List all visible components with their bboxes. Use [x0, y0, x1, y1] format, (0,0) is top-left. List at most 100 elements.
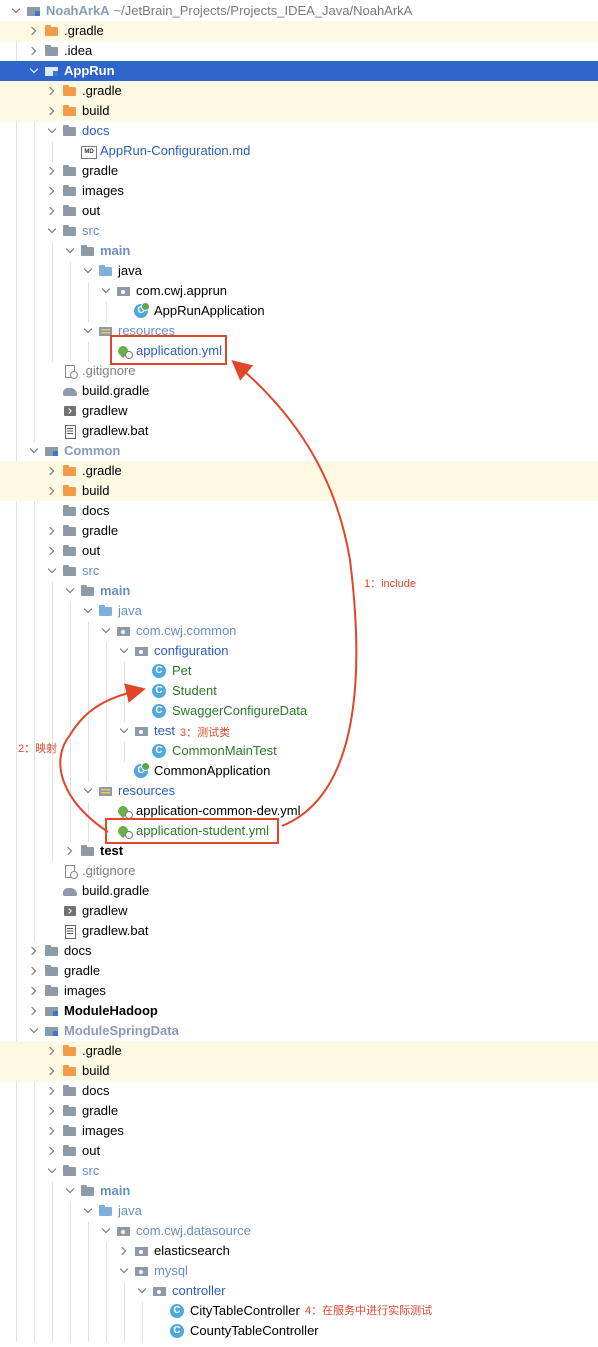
item-name: Pet	[172, 663, 192, 678]
tree-row-resources[interactable]: resources	[0, 781, 598, 801]
tree-row-gradle[interactable]: .gradle	[0, 21, 598, 41]
tree-row-build-gradle[interactable]: build.gradle	[0, 881, 598, 901]
tree-row-gradle[interactable]: gradle	[0, 161, 598, 181]
item-name: gradlew.bat	[82, 923, 149, 938]
tree-row-com-cwj-common[interactable]: com.cwj.common	[0, 621, 598, 641]
tree-item-label: elasticsearch	[154, 1241, 230, 1261]
tree-row-docs[interactable]: docs	[0, 1081, 598, 1101]
item-name: CommonApplication	[154, 763, 271, 778]
tree-row-gitignore[interactable]: .gitignore	[0, 861, 598, 881]
tree-item-label: gradlew.bat	[82, 921, 149, 941]
tree-row-mysql[interactable]: mysql	[0, 1261, 598, 1281]
tree-row-elasticsearch[interactable]: elasticsearch	[0, 1241, 598, 1261]
folder-icon	[62, 564, 78, 578]
tree-row-src[interactable]: src	[0, 221, 598, 241]
tree-row-gradle[interactable]: gradle	[0, 521, 598, 541]
class-icon: C	[170, 1304, 184, 1318]
folder-icon	[80, 244, 96, 258]
tree-item-label: .gradle	[82, 81, 122, 101]
tree-row-gradle[interactable]: .gradle	[0, 461, 598, 481]
tree-row-noaharka[interactable]: NoahArkA~/JetBrain_Projects/Projects_IDE…	[0, 1, 598, 21]
tree-item-label: src	[82, 561, 99, 581]
tree-row-java[interactable]: java	[0, 261, 598, 281]
folder-icon	[62, 544, 78, 558]
tree-row-main[interactable]: main	[0, 241, 598, 261]
tree-row-gradle[interactable]: gradle	[0, 961, 598, 981]
tree-row-gradle[interactable]: gradle	[0, 1101, 598, 1121]
item-name: src	[82, 1163, 100, 1178]
item-name: com.cwj.common	[136, 623, 237, 638]
tree-row-out[interactable]: out	[0, 1141, 598, 1161]
tree-row-java[interactable]: java	[0, 601, 598, 621]
tree-row-controller[interactable]: controller	[0, 1281, 598, 1301]
highlight-box-application-yml	[110, 335, 227, 365]
tree-row-apprun-configuration-md[interactable]: AppRun-Configuration.md	[0, 141, 598, 161]
tree-row-gradle[interactable]: .gradle	[0, 81, 598, 101]
tree-item-label: mysql	[154, 1261, 188, 1281]
tree-row-build[interactable]: build	[0, 481, 598, 501]
tree-row-application-common-dev-yml[interactable]: application-common-dev.yml	[0, 801, 598, 821]
tree-row-application-yml[interactable]: application.yml	[0, 341, 598, 361]
tree-row-gradle[interactable]: .gradle	[0, 1041, 598, 1061]
tree-row-gradlew[interactable]: gradlew	[0, 401, 598, 421]
tree-item-label: java	[118, 261, 142, 281]
tree-row-docs[interactable]: docs	[0, 121, 598, 141]
indent-guide-line	[106, 1242, 107, 1342]
item-name: main	[100, 583, 131, 598]
tree-row-modulehadoop[interactable]: ModuleHadoop	[0, 1001, 598, 1021]
tree-row-main[interactable]: main	[0, 581, 598, 601]
tree-row-images[interactable]: images	[0, 1121, 598, 1141]
tree-row-java[interactable]: java	[0, 1201, 598, 1221]
include-arrow	[231, 360, 358, 827]
item-name: main	[100, 1183, 131, 1198]
tree-row-idea[interactable]: .idea	[0, 41, 598, 61]
item-name: build	[82, 103, 110, 118]
item-name: main	[100, 243, 131, 258]
tree-row-configuration[interactable]: configuration	[0, 641, 598, 661]
tree-row-gradlew-bat[interactable]: gradlew.bat	[0, 921, 598, 941]
tree-row-test[interactable]: test	[0, 721, 598, 741]
spring-boot-app-icon: C	[134, 302, 150, 318]
tree-row-build-gradle[interactable]: build.gradle	[0, 381, 598, 401]
tree-row-application-student-yml[interactable]: application-student.yml	[0, 821, 598, 841]
tree-row-out[interactable]: out	[0, 201, 598, 221]
tree-item-label: test	[100, 841, 123, 861]
tree-row-docs[interactable]: docs	[0, 501, 598, 521]
tree-row-images[interactable]: images	[0, 981, 598, 1001]
tree-row-com-cwj-datasource[interactable]: com.cwj.datasource	[0, 1221, 598, 1241]
item-name: CountyTableController	[190, 1323, 319, 1338]
tree-row-images[interactable]: images	[0, 181, 598, 201]
tree-item-label: test	[154, 721, 175, 741]
tree-row-out[interactable]: out	[0, 541, 598, 561]
tree-row-common[interactable]: Common	[0, 441, 598, 461]
tree-row-gitignore[interactable]: .gitignore	[0, 361, 598, 381]
tree-row-build[interactable]: build	[0, 101, 598, 121]
tree-row-build[interactable]: build	[0, 1061, 598, 1081]
tree-row-src[interactable]: src	[0, 1161, 598, 1181]
folder-icon	[80, 584, 96, 598]
item-name: application-student.yml	[136, 823, 269, 838]
tree-row-modulespringdata[interactable]: ModuleSpringData	[0, 1021, 598, 1041]
tree-item-label: .gradle	[82, 1041, 122, 1061]
tree-row-apprun[interactable]: AppRun	[0, 61, 598, 81]
tree-row-com-cwj-apprun[interactable]: com.cwj.apprun	[0, 281, 598, 301]
tree-row-test[interactable]: test	[0, 841, 598, 861]
tree-row-main[interactable]: main	[0, 1181, 598, 1201]
tree-item-label: gradle	[82, 161, 118, 181]
tree-row-gradlew-bat[interactable]: gradlew.bat	[0, 421, 598, 441]
tree-row-resources[interactable]: resources	[0, 321, 598, 341]
tree-item-label: java	[118, 601, 142, 621]
tree-item-label: docs	[82, 501, 109, 521]
tree-row-src[interactable]: src	[0, 561, 598, 581]
tree-row-docs[interactable]: docs	[0, 941, 598, 961]
excluded-folder-icon	[62, 464, 78, 478]
tree-row-gradlew[interactable]: gradlew	[0, 901, 598, 921]
